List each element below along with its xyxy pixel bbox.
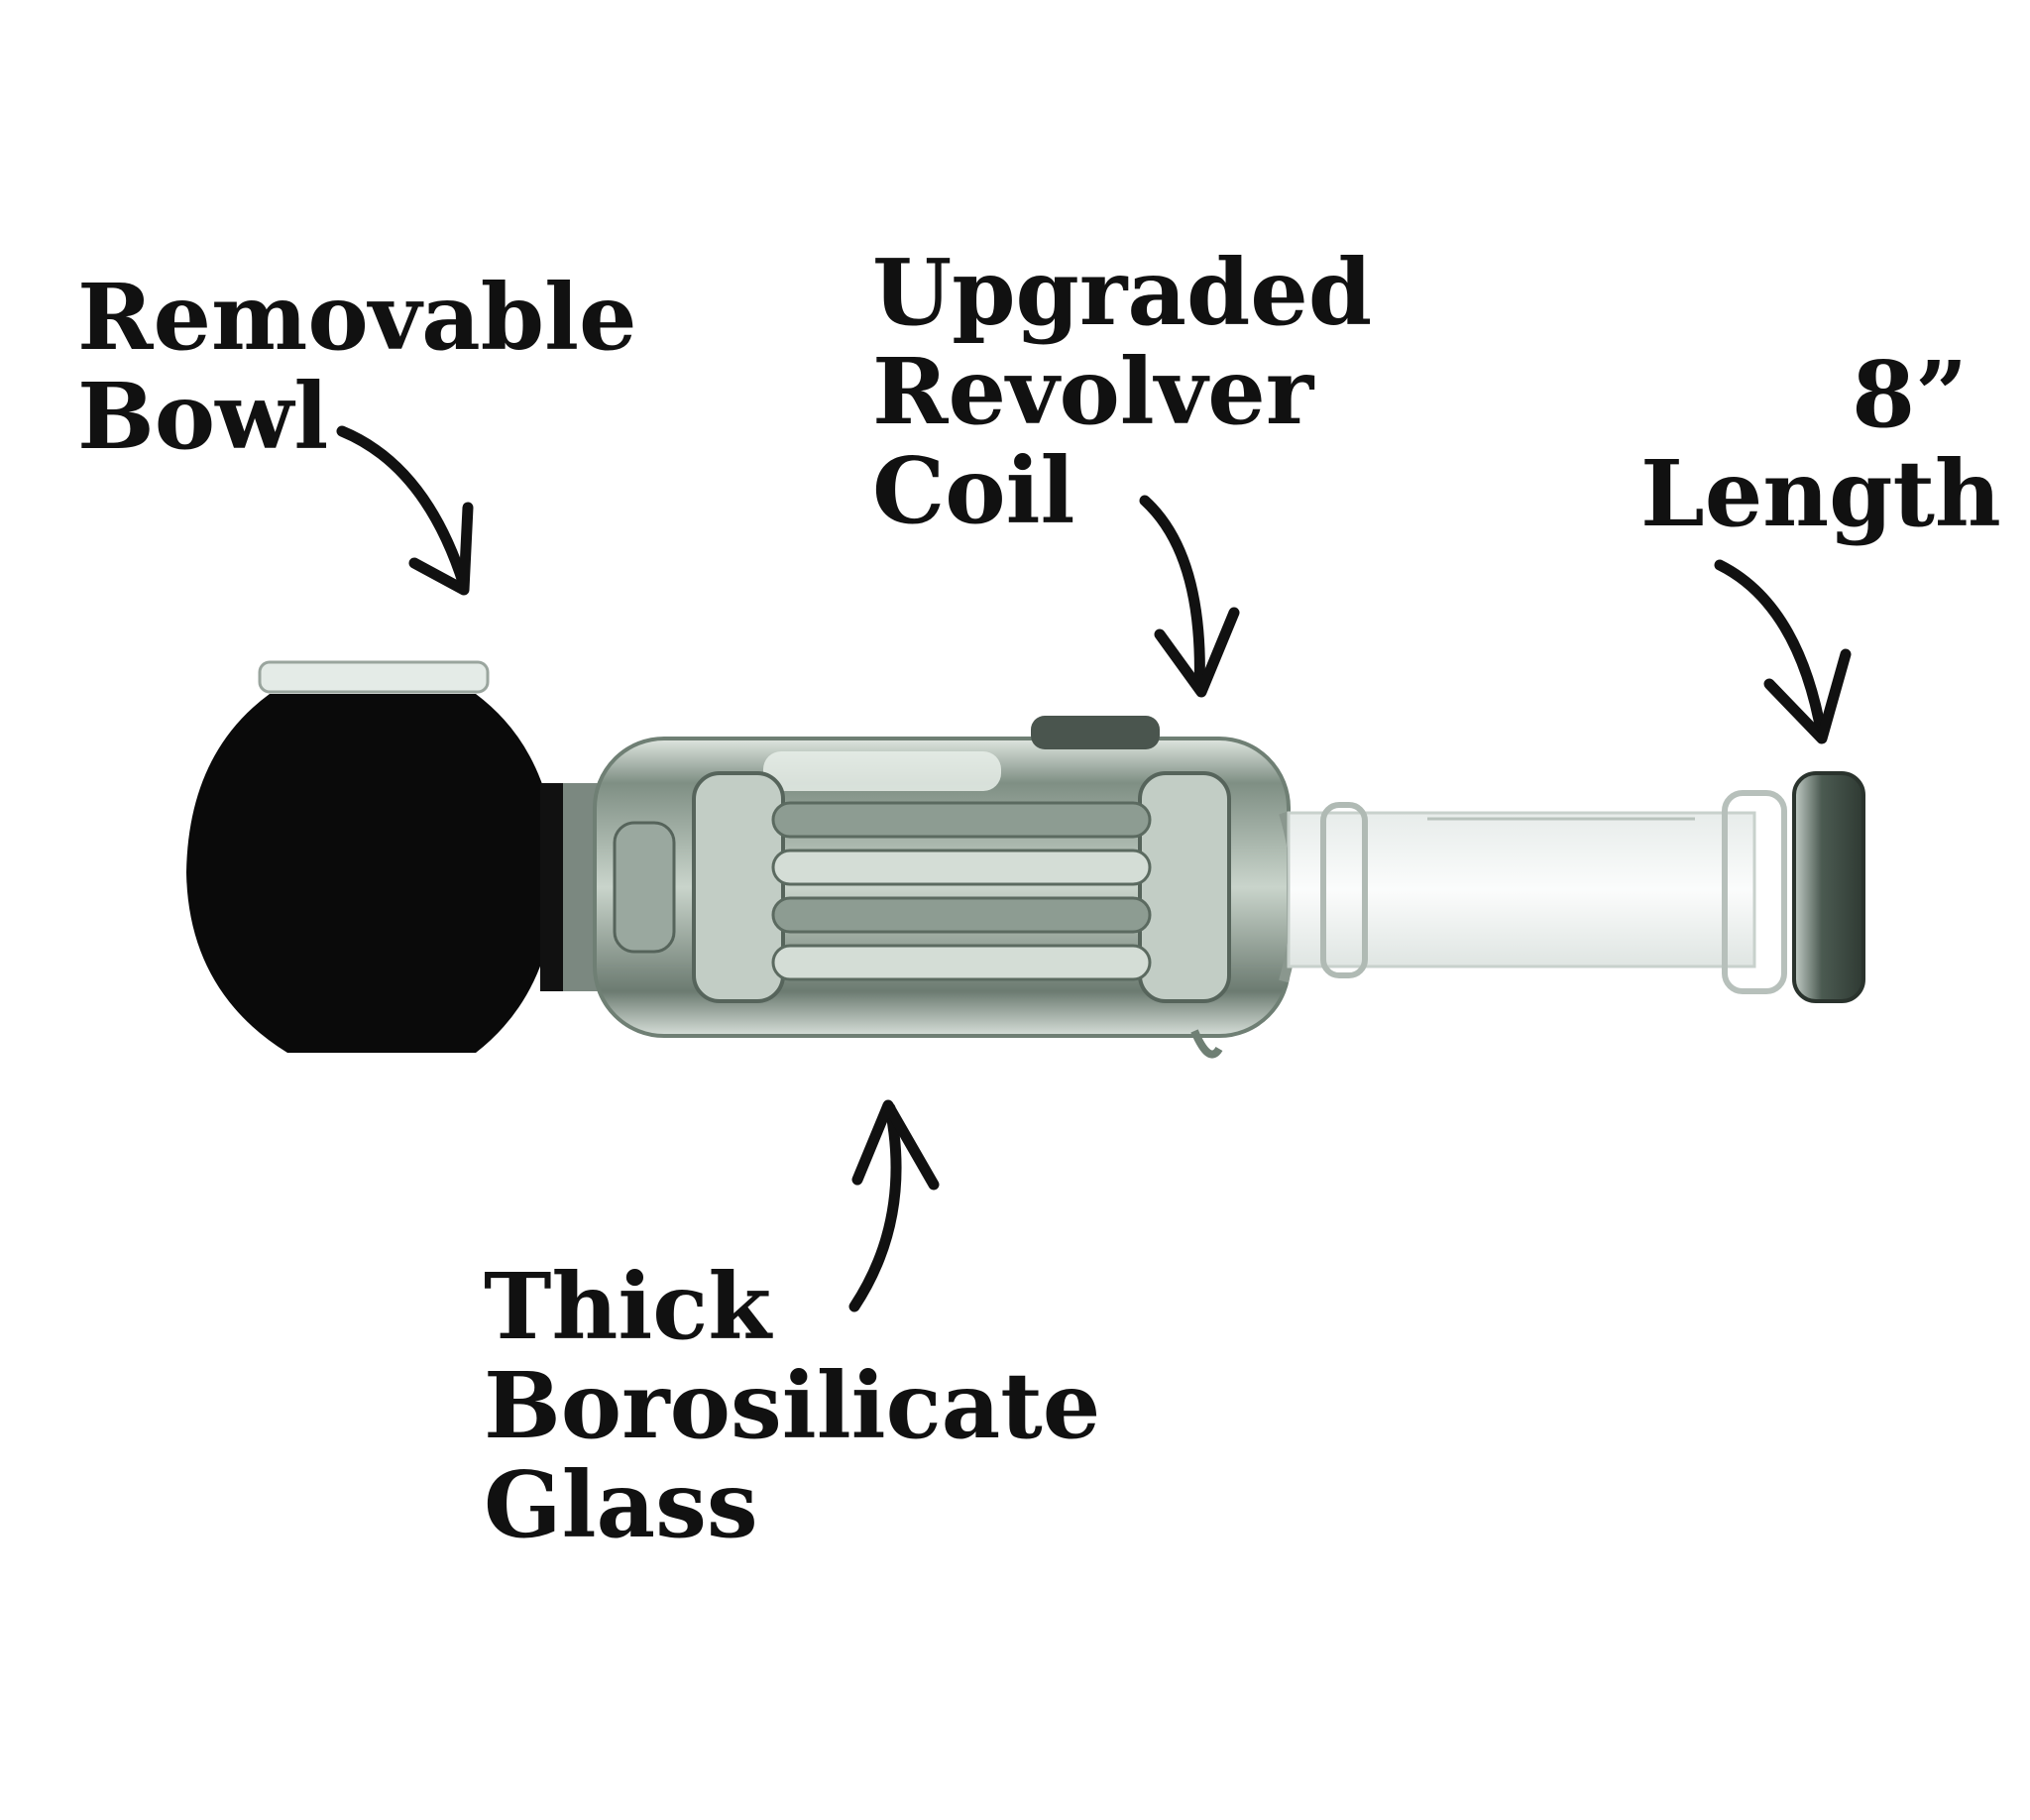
label-line: 8”: [1852, 341, 1968, 448]
label-line: Upgraded: [872, 239, 1373, 346]
borosilicate-glass-label: Thick Borosilicate Glass: [484, 1257, 1100, 1554]
curved-arrow-icon: [848, 1099, 940, 1312]
label-line: Bowl: [77, 363, 329, 470]
curved-arrow-icon: [336, 425, 474, 596]
revolver-coil-chamber: [593, 716, 1301, 1059]
label-line: Length: [1640, 440, 2001, 547]
label-line: Borosilicate: [484, 1352, 1101, 1459]
length-label: 8” Length: [1640, 341, 2001, 547]
removable-bowl-label: Removable Bowl: [77, 268, 637, 466]
label-line: Thick: [484, 1253, 772, 1360]
label-line: Glass: [484, 1451, 758, 1558]
label-line: Coil: [872, 437, 1075, 544]
label-line: Removable: [77, 264, 637, 371]
mouthpiece: [1792, 771, 1865, 1003]
label-line: Revolver: [872, 338, 1314, 445]
curved-arrow-icon: [1139, 495, 1240, 698]
glass-stem: [1287, 790, 1787, 994]
removable-bowl: [186, 660, 603, 1053]
revolver-coil-label: Upgraded Revolver Coil: [872, 243, 1372, 540]
curved-arrow-icon: [1714, 559, 1852, 744]
